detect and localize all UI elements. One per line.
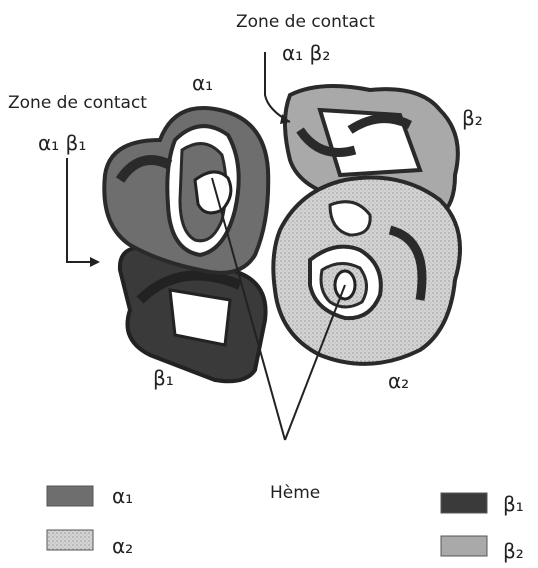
legend-item-beta1: β₁ [441, 492, 524, 516]
legend-swatch-beta1 [441, 493, 487, 513]
zone-contact-top-label: Zone de contact [236, 12, 375, 32]
contact-arrow-left [67, 158, 100, 267]
legend-label-alpha1: α₁ [112, 484, 133, 508]
subunit-alpha2 [273, 178, 460, 364]
alpha2-label: α₂ [388, 369, 409, 393]
zone-contact-top-sub-label: α₁ β₂ [282, 41, 330, 65]
alpha1-label: α₁ [192, 71, 213, 95]
heme-label: Hème [270, 483, 320, 503]
legend-label-beta2: β₂ [503, 539, 524, 563]
legend-label-alpha2: α₂ [112, 534, 133, 558]
legend-item-alpha2: α₂ [47, 530, 133, 558]
zone-contact-left-label: Zone de contact [8, 93, 147, 113]
legend-item-beta2: β₂ [441, 536, 524, 563]
legend-swatch-alpha2 [47, 530, 93, 550]
beta1-label: β₁ [153, 366, 174, 390]
legend-swatch-beta2 [441, 536, 487, 556]
beta2-label: β₂ [462, 106, 483, 130]
legend-label-beta1: β₁ [503, 492, 524, 516]
legend-item-alpha1: α₁ [47, 484, 133, 508]
zone-contact-left-sub-label: α₁ β₁ [38, 131, 86, 155]
legend-swatch-alpha1 [47, 486, 93, 506]
